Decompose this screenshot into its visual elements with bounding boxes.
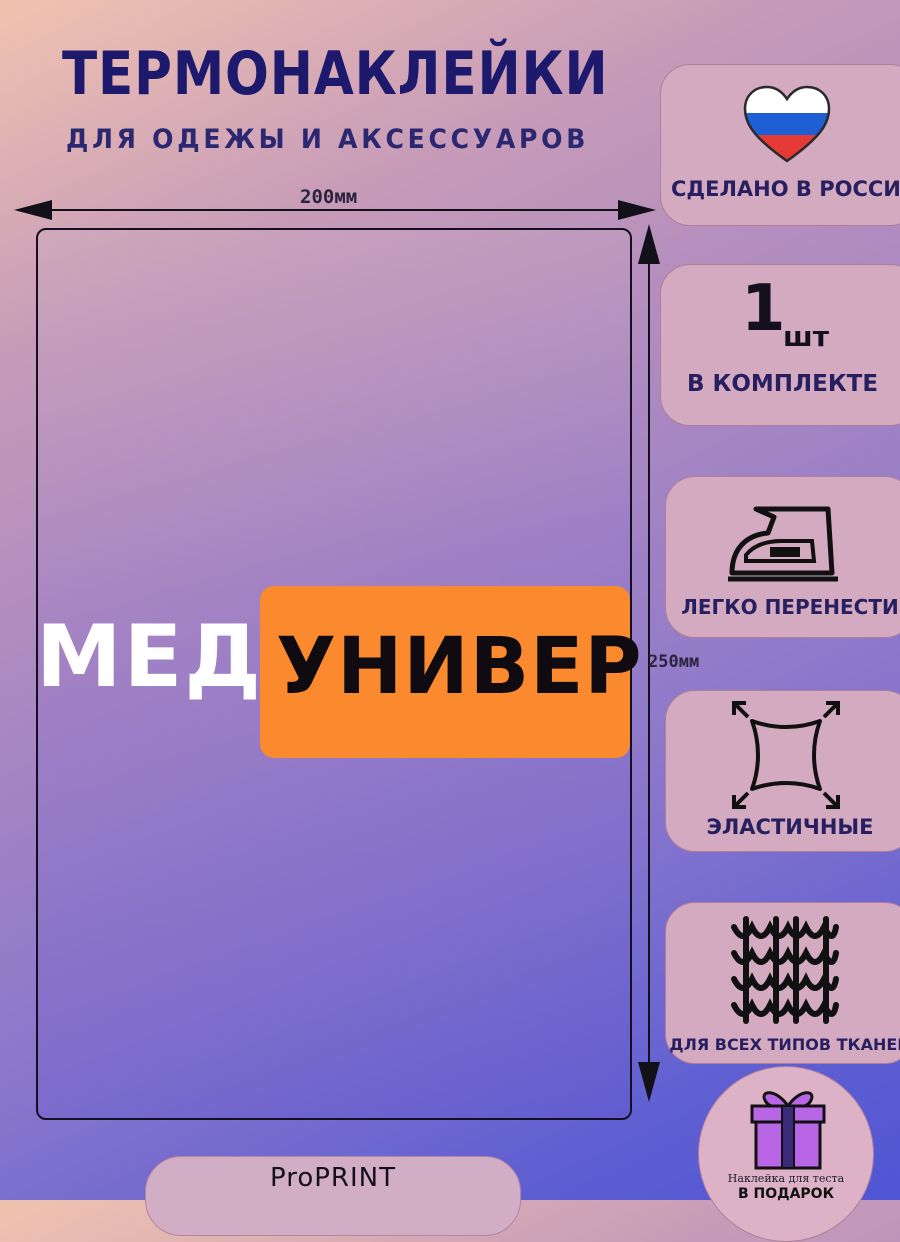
feature-label-made-in-russia: СДЕЛАНО В РОССИИ — [671, 177, 900, 201]
gift-text-line2: В ПОДАРОК — [737, 1186, 835, 1202]
quantity-unit: шт — [783, 320, 829, 353]
feature-label-elastic: ЭЛАСТИЧНЫЕ — [706, 815, 874, 839]
gift-text-line1: Наклейка для теста — [727, 1172, 845, 1185]
width-label: 200мм — [300, 186, 358, 208]
fabric-weave-icon — [731, 916, 839, 1024]
sticker-word-black: УНИВЕР — [276, 622, 643, 712]
heart-russia-flag-icon — [743, 85, 831, 163]
feature-label-in-kit: В КОМПЛЕКТЕ — [687, 371, 879, 397]
gift-box-icon — [750, 1091, 826, 1170]
height-dimension-arrow — [638, 224, 660, 1102]
product-subtitle: ДЛЯ ОДЕЖЫ И АКСЕССУАРОВ — [66, 124, 590, 155]
feature-card-elastic: ЭЛАСТИЧНЫЕ — [665, 690, 900, 852]
feature-label-easy-transfer: ЛЕГКО ПЕРЕНЕСТИ — [681, 595, 899, 619]
feature-card-all-fabrics: ДЛЯ ВСЕХ ТИПОВ ТКАНЕЙ — [665, 902, 900, 1064]
height-label: 250мм — [648, 652, 700, 672]
quantity-number: 1 — [741, 272, 786, 346]
feature-card-easy-transfer: ЛЕГКО ПЕРЕНЕСТИ — [665, 476, 900, 638]
sticker-orange-box — [260, 586, 630, 758]
brand-name: ProPRINT — [270, 1163, 396, 1193]
feature-label-all-fabrics: ДЛЯ ВСЕХ ТИПОВ ТКАНЕЙ — [669, 1035, 900, 1054]
sticker-word-white: МЕД — [36, 607, 263, 707]
width-dimension-arrow — [14, 200, 656, 220]
iron-icon — [728, 506, 838, 582]
product-title: ТЕРМОНАКЛЕЙКИ — [62, 39, 609, 109]
feature-card-quantity: 1 шт В КОМПЛЕКТЕ — [660, 264, 900, 426]
stretch-square-icon — [732, 701, 840, 809]
feature-card-made-in-russia: СДЕЛАНО В РОССИИ — [660, 64, 900, 226]
